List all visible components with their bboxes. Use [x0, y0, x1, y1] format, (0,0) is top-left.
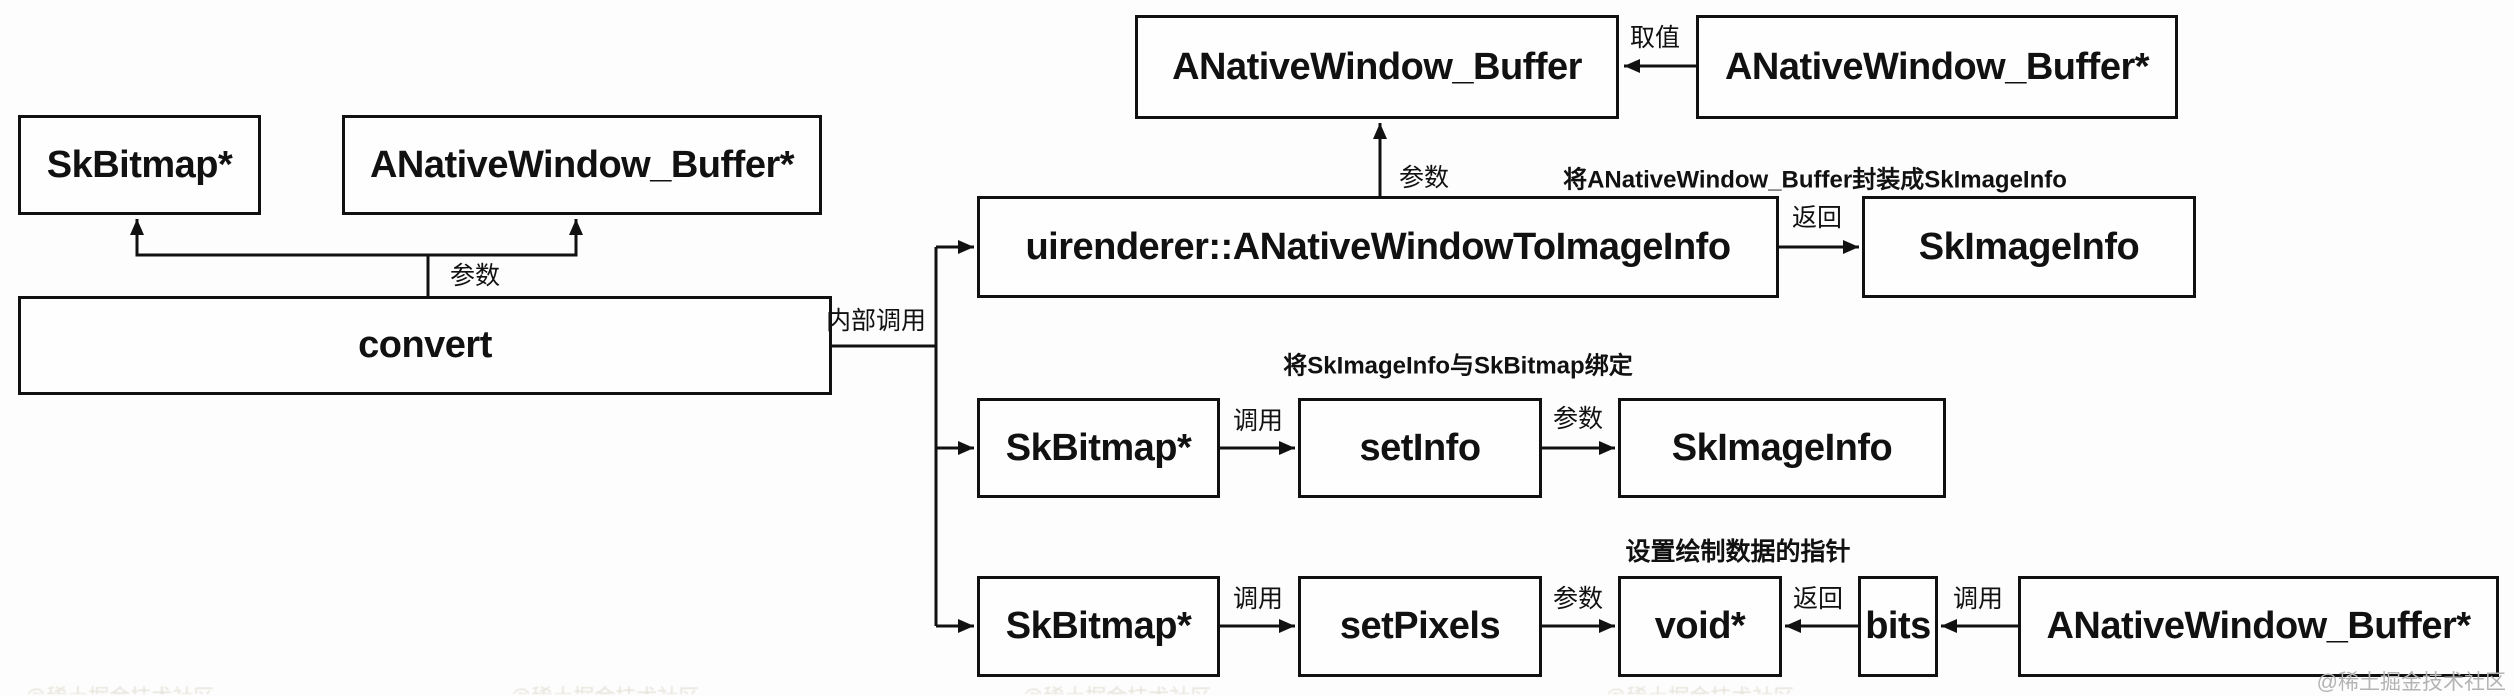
edge-label-quzhi: 取值	[1629, 24, 1681, 52]
node-label: SkImageInfo	[1671, 426, 1893, 469]
node-label: SkBitmap*	[1005, 605, 1192, 647]
annotation-row1-wrap-imageinfo: 将ANativeWindow_Buffer封装成SkImageInfo	[1563, 166, 2067, 194]
node-label: ANativeWindow_Buffer	[1172, 45, 1582, 88]
edge-label-canshu-top: 参数	[1398, 164, 1450, 192]
edge-label-neibu-diaoyong: 内部调用	[825, 307, 927, 335]
node-label: bits	[1865, 605, 1931, 647]
watermark-ghost: @稀土掘金技术社区	[1605, 681, 1794, 694]
node-label: convert	[358, 324, 492, 366]
node-anativewindow-buffer-ptr-out: ANativeWindow_Buffer*	[342, 115, 822, 215]
edge-label-fanhui-row1: 返回	[1791, 204, 1843, 232]
edge-label-canshu-row3: 参数	[1552, 585, 1604, 613]
node-label: ANativeWindow_Buffer*	[2046, 605, 2471, 647]
node-anativewindow-buffer-top: ANativeWindow_Buffer	[1135, 15, 1619, 119]
node-label: void*	[1654, 605, 1746, 647]
annotation-row3-set-pixel-pointer: 设置绘制数据的指针	[1625, 538, 1851, 566]
node-skimageinfo-row2: SkImageInfo	[1618, 398, 1946, 498]
watermark-ghost: @稀土掘金技术社区	[25, 681, 214, 694]
node-bits: bits	[1858, 576, 1938, 677]
node-void-ptr: void*	[1618, 576, 1782, 677]
node-label: setPixels	[1339, 605, 1501, 647]
node-skbitmap-ptr-row2: SkBitmap*	[977, 398, 1220, 498]
node-convert: convert	[18, 296, 832, 395]
edge-convert-params-connector	[130, 219, 583, 296]
node-label: setInfo	[1359, 426, 1481, 469]
edge-label-canshu-left: 参数	[449, 262, 501, 290]
node-skbitmap-ptr-out: SkBitmap*	[18, 115, 261, 215]
node-label: SkBitmap*	[46, 143, 233, 186]
node-skimageinfo-row1: SkImageInfo	[1862, 196, 2196, 298]
edge-label-diaoyong-row3b: 调用	[1952, 585, 2004, 613]
node-setpixels: setPixels	[1298, 576, 1542, 677]
node-anativewindow-buffer-ptr-row3: ANativeWindow_Buffer*	[2018, 576, 2499, 677]
edge-label-diaoyong-row3a: 调用	[1232, 585, 1284, 613]
node-label: SkBitmap*	[1005, 426, 1192, 469]
node-anativewindow-buffer-ptr-top: ANativeWindow_Buffer*	[1696, 15, 2178, 119]
node-label: ANativeWindow_Buffer*	[369, 143, 795, 186]
node-label: ANativeWindow_Buffer*	[1724, 45, 2150, 88]
edge-label-diaoyong-row2: 调用	[1232, 407, 1284, 435]
node-label: uirenderer::ANativeWindowToImageInfo	[1025, 225, 1731, 268]
node-uirenderer-anativewindow-to-imageinfo: uirenderer::ANativeWindowToImageInfo	[977, 196, 1779, 298]
watermark-juejin: @稀土掘金技术社区	[2316, 671, 2506, 694]
node-skbitmap-ptr-row3: SkBitmap*	[977, 576, 1220, 677]
edge-label-canshu-row2: 参数	[1552, 405, 1604, 433]
watermark-ghost: @稀土掘金技术社区	[510, 681, 699, 694]
node-setinfo: setInfo	[1298, 398, 1542, 498]
edge-label-fanhui-row3: 返回	[1792, 585, 1844, 613]
node-label: SkImageInfo	[1918, 225, 2140, 268]
watermark-ghost: @稀土掘金技术社区	[1022, 681, 1211, 694]
annotation-row2-bind-skbitmap: 将SkImageInfo与SkBitmap绑定	[1283, 352, 1633, 380]
